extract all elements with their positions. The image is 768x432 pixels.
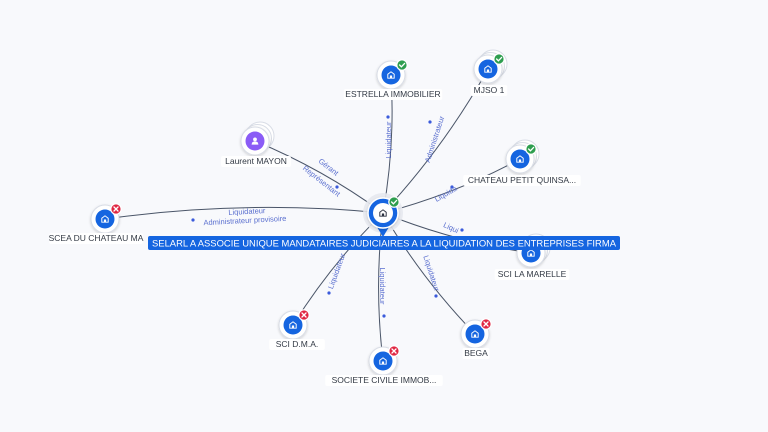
- building-icon: [478, 59, 498, 79]
- node-civile[interactable]: SOCIETE CIVILE IMMOB...: [325, 345, 443, 386]
- edge-arrow-estrella: [386, 115, 390, 119]
- node-mjso[interactable]: MJSO 1: [470, 49, 508, 96]
- center-label-bg: [148, 236, 620, 250]
- edge-label-civile: Liquidateur: [378, 267, 387, 305]
- edge-label-marelle: Liqui: [442, 220, 460, 235]
- node-label-bg: [343, 89, 443, 100]
- node-label: SCEA DU CHATEAU MA: [49, 233, 144, 243]
- edge-label-scea: Administrateur provisoire: [203, 214, 286, 227]
- node-label-bg: [325, 375, 443, 386]
- node-label: ESTRELLA IMMOBILIER: [345, 89, 440, 99]
- center-node-layer: SELARL A ASSOCIE UNIQUE MANDATAIRES JUDI…: [148, 193, 620, 250]
- edge-arrow-civile: [382, 314, 386, 318]
- node-label: Laurent MAYON: [225, 156, 287, 166]
- building-icon: [283, 315, 303, 335]
- node-label: BEGA: [464, 348, 488, 358]
- node-chateau_pq[interactable]: CHATEAU PETIT QUINSA...: [463, 139, 581, 186]
- node-laurent[interactable]: Laurent MAYON: [221, 121, 291, 167]
- node-estrella[interactable]: ESTRELLA IMMOBILIER: [343, 59, 443, 100]
- edge-arrow-marelle: [460, 228, 464, 232]
- center-label: SELARL A ASSOCIE UNIQUE MANDATAIRES JUDI…: [152, 239, 616, 249]
- edge-scea: [104, 206, 384, 220]
- building-icon: [465, 324, 485, 344]
- edge-arrow-scea: [191, 218, 195, 222]
- node-label-bg: [494, 269, 570, 280]
- node-label: MJSO 1: [474, 85, 505, 95]
- node-bega[interactable]: BEGA: [460, 318, 492, 359]
- building-icon: [510, 149, 530, 169]
- edge-label-dma: Liquidateur: [326, 252, 347, 290]
- center-node[interactable]: SELARL A ASSOCIE UNIQUE MANDATAIRES JUDI…: [148, 193, 620, 250]
- edge-arrow-dma: [327, 291, 331, 295]
- node-label-bg: [221, 156, 291, 167]
- edge-label-chateau_pq: Liquida: [433, 183, 459, 203]
- nodes-layer: ESTRELLA IMMOBILIER MJSO 1 Laurent MAYON CH…: [49, 49, 581, 386]
- node-label-bg: [463, 175, 581, 186]
- building-icon: [95, 209, 115, 229]
- edge-label-bega: Liquidateur: [421, 254, 441, 293]
- edge-arrow-mjso: [428, 120, 432, 124]
- node-label: SOCIETE CIVILE IMMOB...: [332, 375, 437, 385]
- node-label-bg: [49, 233, 143, 244]
- node-label-bg: [462, 348, 490, 359]
- node-label: SCI LA MARELLE: [498, 269, 567, 279]
- node-label: SCI D.M.A.: [276, 339, 319, 349]
- edge-arrow-chateau_pq: [450, 185, 454, 189]
- edge-label-estrella: Liquidateur: [384, 121, 393, 159]
- node-dma[interactable]: SCI D.M.A.: [269, 309, 325, 350]
- building-icon: [373, 203, 393, 223]
- edge-arrow-laurent: [335, 185, 339, 189]
- node-scea[interactable]: SCEA DU CHATEAU MA: [49, 203, 144, 244]
- node-label-bg: [269, 339, 325, 350]
- edge-label-scea: Liquidateur: [228, 206, 266, 217]
- building-icon: [373, 351, 393, 371]
- edge-arrow-bega: [434, 294, 438, 298]
- node-label: CHATEAU PETIT QUINSA...: [468, 175, 576, 185]
- building-icon: [381, 65, 401, 85]
- node-label-bg: [470, 85, 508, 96]
